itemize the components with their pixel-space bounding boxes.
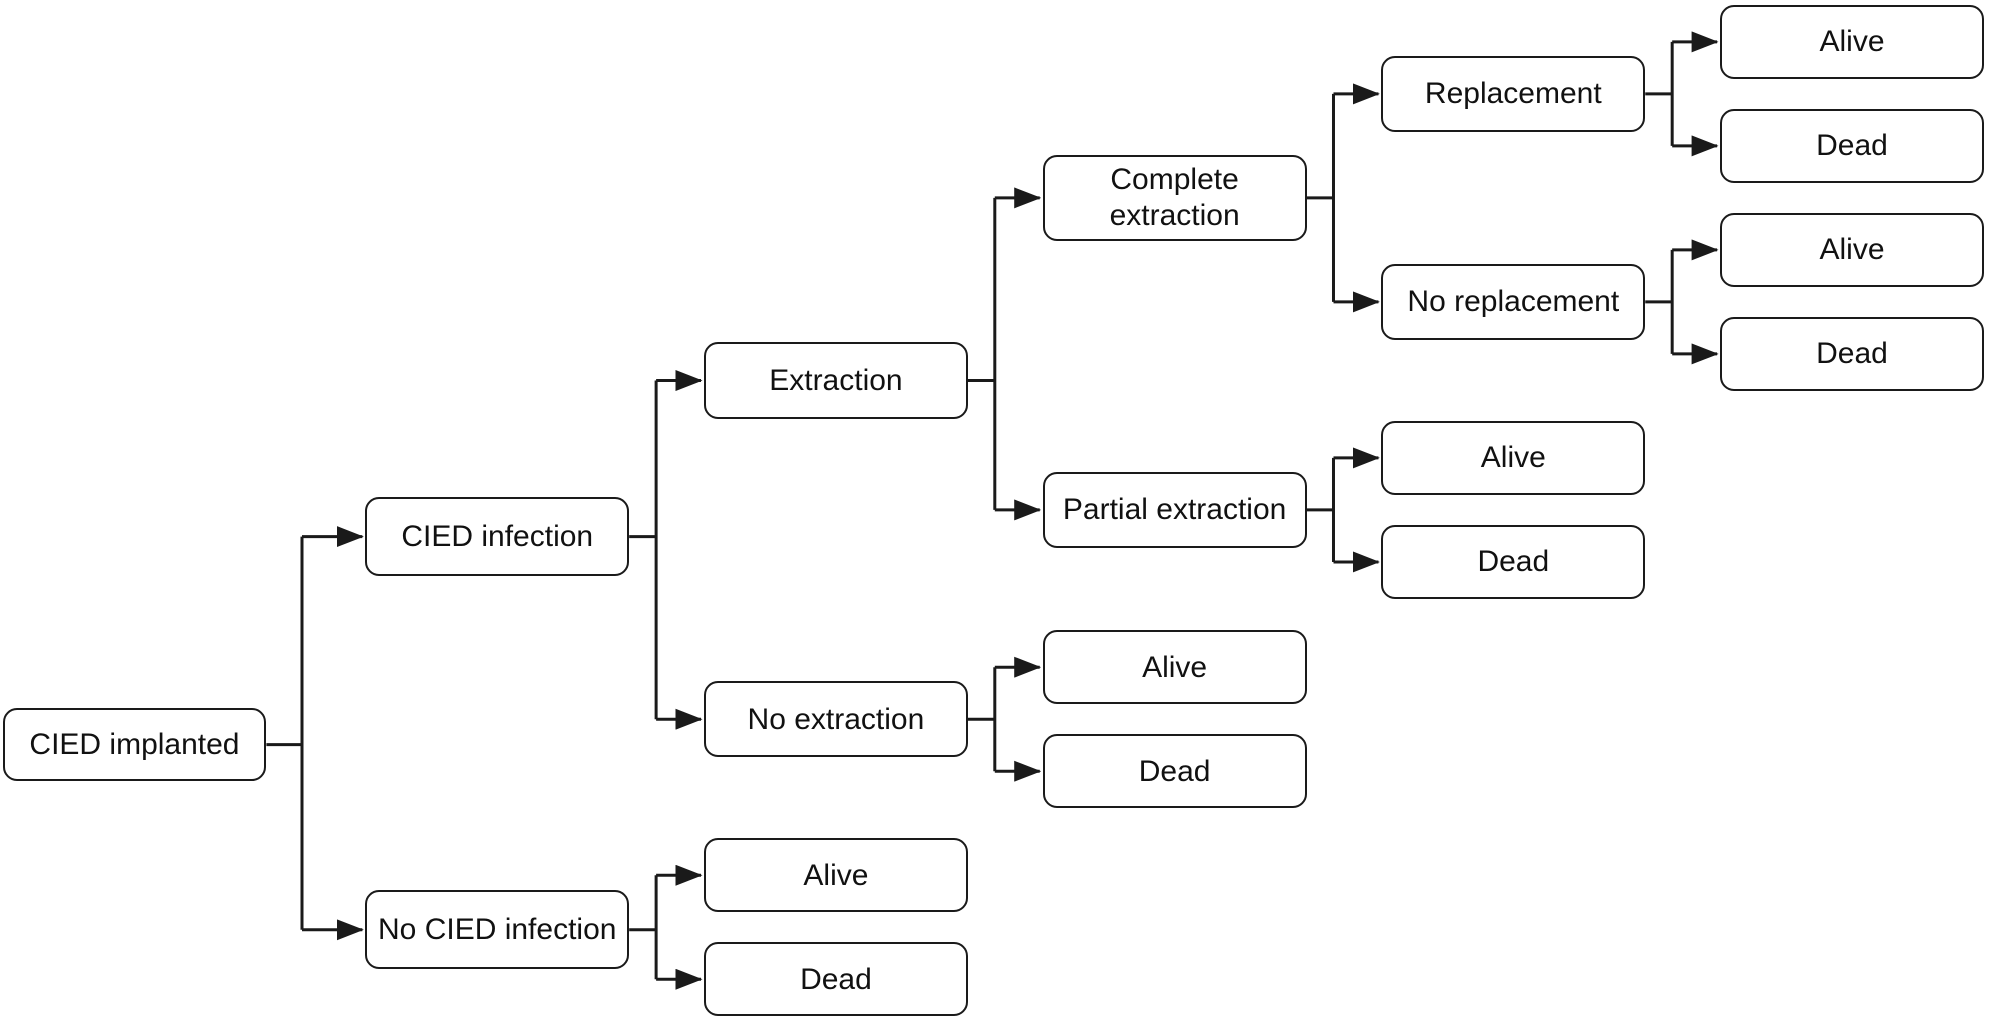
node-leaf-norepl-alive[interactable]: Alive xyxy=(1720,213,1984,287)
node-label-extraction: Extraction xyxy=(769,363,903,397)
node-leaf-partial-alive[interactable]: Alive xyxy=(1381,421,1646,495)
node-leaf-noextr-dead[interactable]: Dead xyxy=(1042,734,1307,809)
node-label-leaf-noinf-alive: Alive xyxy=(803,858,869,892)
node-label-leaf-partial-alive: Alive xyxy=(1480,441,1546,475)
node-label-leaf-noinf-dead: Dead xyxy=(800,962,872,996)
node-label-leaf-repl-dead: Dead xyxy=(1816,129,1888,163)
node-leaf-norepl-dead[interactable]: Dead xyxy=(1720,317,1984,391)
node-cied-implanted[interactable]: CIED implanted xyxy=(2,707,267,782)
node-no-replacement[interactable]: No replacement xyxy=(1381,263,1646,340)
node-replacement[interactable]: Replacement xyxy=(1381,55,1646,132)
node-label-replacement: Replacement xyxy=(1424,77,1602,111)
node-no-cied-infection[interactable]: No CIED infection xyxy=(365,890,630,970)
node-label-leaf-partial-dead: Dead xyxy=(1477,545,1550,579)
node-leaf-noextr-alive[interactable]: Alive xyxy=(1042,630,1307,704)
node-no-extraction[interactable]: No extraction xyxy=(704,681,968,758)
node-label-cied-infection: CIED infection xyxy=(401,519,594,553)
node-label-leaf-noextr-alive: Alive xyxy=(1142,650,1208,684)
node-leaf-noinf-alive[interactable]: Alive xyxy=(704,838,968,913)
node-leaf-repl-alive[interactable]: Alive xyxy=(1720,5,1984,79)
node-leaf-noinf-dead[interactable]: Dead xyxy=(704,942,968,1017)
node-label-leaf-noextr-dead: Dead xyxy=(1138,754,1211,788)
node-extraction[interactable]: Extraction xyxy=(704,342,968,419)
node-complete-extraction[interactable]: Complete extraction xyxy=(1042,154,1307,241)
node-partial-extraction[interactable]: Partial extraction xyxy=(1042,471,1307,548)
node-label-leaf-repl-alive: Alive xyxy=(1819,25,1885,59)
node-label-complete-extraction: Complete extraction xyxy=(1109,163,1240,232)
node-leaf-repl-dead[interactable]: Dead xyxy=(1720,109,1984,183)
node-leaf-partial-dead[interactable]: Dead xyxy=(1381,525,1646,599)
node-label-no-cied-infection: No CIED infection xyxy=(378,913,617,947)
node-label-no-replacement: No replacement xyxy=(1407,285,1620,319)
node-label-cied-implanted: CIED implanted xyxy=(29,727,240,761)
node-label-leaf-norepl-dead: Dead xyxy=(1816,337,1888,371)
node-label-partial-extraction: Partial extraction xyxy=(1062,493,1287,527)
node-cied-infection[interactable]: CIED infection xyxy=(365,497,630,576)
node-label-no-extraction: No extraction xyxy=(747,702,925,736)
node-label-leaf-norepl-alive: Alive xyxy=(1819,233,1885,267)
